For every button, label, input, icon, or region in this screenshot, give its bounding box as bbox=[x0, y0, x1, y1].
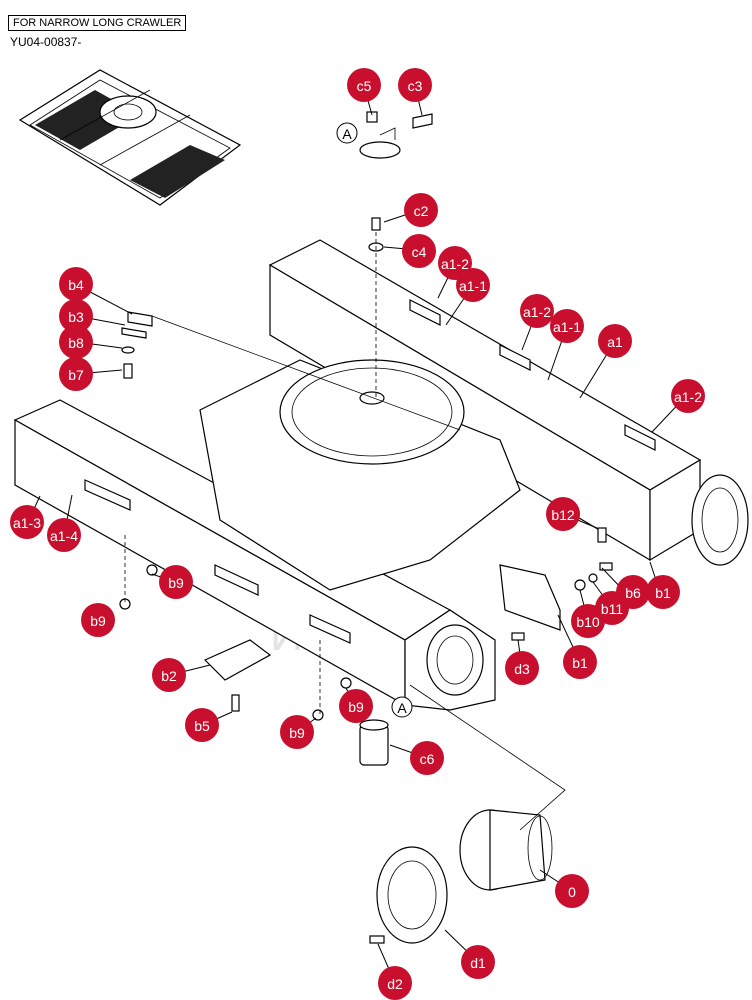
view-ref-a-bottom-label: A bbox=[397, 700, 407, 716]
callout-a1[interactable]: a1 bbox=[598, 324, 632, 358]
callout-label: b6 bbox=[625, 585, 641, 601]
callout-b4[interactable]: b4 bbox=[59, 267, 93, 301]
variant-label: FOR NARROW LONG CRAWLER bbox=[8, 15, 187, 31]
callout-a1-2[interactable]: a1-2 bbox=[671, 379, 705, 413]
callout-label: a1-1 bbox=[553, 319, 581, 335]
callout-label: d1 bbox=[470, 955, 486, 971]
callout-label: b2 bbox=[161, 668, 177, 684]
callout-label: c6 bbox=[420, 751, 435, 767]
callout-b11[interactable]: b11 bbox=[595, 591, 629, 625]
callout-b1[interactable]: b1 bbox=[646, 575, 680, 609]
callout-c5[interactable]: c5 bbox=[347, 68, 381, 102]
callout-label: b9 bbox=[289, 725, 305, 741]
view-ref-a-bottom: A bbox=[391, 696, 413, 718]
callout-b9[interactable]: b9 bbox=[280, 715, 314, 749]
crawler-thumbnail bbox=[18, 69, 242, 206]
callout-label: d3 bbox=[514, 661, 530, 677]
callout-a1-1[interactable]: a1-1 bbox=[456, 268, 490, 302]
callout-d2[interactable]: d2 bbox=[378, 966, 412, 1000]
callout-label: a1-4 bbox=[50, 528, 78, 544]
callout-label: a1-3 bbox=[13, 515, 41, 531]
callout-b5[interactable]: b5 bbox=[185, 708, 219, 742]
callout-label: a1-2 bbox=[674, 389, 702, 405]
callout-label: a1-1 bbox=[459, 278, 487, 294]
callout-label: c3 bbox=[408, 78, 423, 94]
callout-label: b3 bbox=[68, 309, 84, 325]
callout-c2[interactable]: c2 bbox=[404, 193, 438, 227]
callout-b1[interactable]: b1 bbox=[563, 645, 597, 679]
callout-b12[interactable]: b12 bbox=[546, 497, 580, 531]
callout-c4[interactable]: c4 bbox=[402, 234, 436, 268]
callout-label: a1-2 bbox=[441, 256, 469, 272]
callout-d1[interactable]: d1 bbox=[461, 945, 495, 979]
callout-b3[interactable]: b3 bbox=[59, 299, 93, 333]
callout-label: b7 bbox=[68, 367, 84, 383]
swing-cover-detail bbox=[359, 111, 433, 159]
callout-label: b9 bbox=[168, 575, 184, 591]
callout-label: b9 bbox=[90, 613, 106, 629]
view-ref-a-top-label: A bbox=[342, 126, 352, 142]
callout-c3[interactable]: c3 bbox=[398, 68, 432, 102]
callout-label: c2 bbox=[414, 203, 429, 219]
callout-label: c4 bbox=[412, 244, 427, 260]
callout-b7[interactable]: b7 bbox=[59, 357, 93, 391]
callout-label: b12 bbox=[551, 507, 575, 523]
callout-0[interactable]: 0 bbox=[555, 874, 589, 908]
callout-label: d2 bbox=[387, 976, 403, 992]
track-frame bbox=[13, 239, 749, 711]
callout-a1-3[interactable]: a1-3 bbox=[10, 505, 44, 539]
callout-a1-1[interactable]: a1-1 bbox=[550, 309, 584, 343]
view-ref-a-top: A bbox=[336, 122, 358, 144]
callout-label: b8 bbox=[68, 335, 84, 351]
callout-label: c5 bbox=[357, 78, 372, 94]
loose-parts bbox=[119, 217, 613, 944]
callout-b9[interactable]: b9 bbox=[159, 565, 193, 599]
callout-label: b1 bbox=[655, 585, 671, 601]
callout-label: b5 bbox=[194, 718, 210, 734]
callout-label: b4 bbox=[68, 277, 84, 293]
callout-b9[interactable]: b9 bbox=[339, 689, 373, 723]
callout-b2[interactable]: b2 bbox=[152, 658, 186, 692]
callout-label: a1-2 bbox=[523, 304, 551, 320]
callout-a1-4[interactable]: a1-4 bbox=[47, 518, 81, 552]
callout-label: b11 bbox=[601, 601, 624, 617]
callout-a1-2[interactable]: a1-2 bbox=[520, 294, 554, 328]
callout-label: 0 bbox=[568, 884, 576, 900]
callout-label: b9 bbox=[348, 699, 364, 715]
callout-label: b10 bbox=[576, 614, 600, 630]
part-number: YU04-00837- bbox=[10, 35, 82, 49]
callout-label: b1 bbox=[572, 655, 588, 671]
callout-c6[interactable]: c6 bbox=[410, 741, 444, 775]
callout-b8[interactable]: b8 bbox=[59, 325, 93, 359]
callout-d3[interactable]: d3 bbox=[505, 651, 539, 685]
callout-label: a1 bbox=[607, 334, 623, 350]
callout-b9[interactable]: b9 bbox=[81, 603, 115, 637]
